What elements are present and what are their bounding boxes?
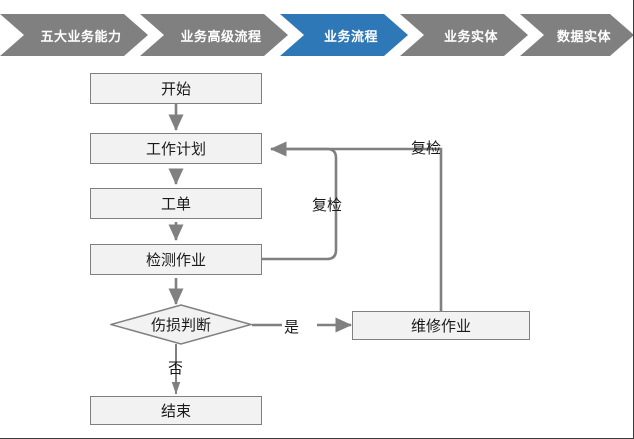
connector-recheck-outer: [271, 147, 443, 311]
node-inspection[interactable]: 检测作业: [90, 244, 262, 275]
edge-label-recheck-outer-text: 复检: [411, 140, 442, 157]
edge-label-no-text: 否: [168, 360, 184, 377]
node-inspection-label: 检测作业: [145, 252, 206, 269]
edge-label-recheck-inner-text: 复检: [312, 197, 343, 214]
edge-label-no: 否: [168, 357, 183, 378]
node-workorder[interactable]: 工单: [90, 188, 262, 219]
decision-diamond-shape: [110, 304, 252, 345]
edge-label-recheck-inner: 复检: [312, 194, 342, 215]
node-workplan[interactable]: 工作计划: [90, 133, 262, 164]
node-start[interactable]: 开始: [90, 73, 262, 104]
node-end-label: 结束: [160, 403, 191, 420]
edge-label-recheck-outer: 复检: [411, 137, 441, 158]
edge-label-yes-text: 是: [284, 319, 300, 336]
node-workorder-label: 工单: [160, 196, 191, 213]
node-end[interactable]: 结束: [90, 396, 262, 425]
node-workplan-label: 工作计划: [145, 141, 206, 158]
node-decision[interactable]: 伤损判断: [110, 304, 252, 345]
node-start-label: 开始: [160, 81, 191, 98]
edge-label-yes: 是: [284, 316, 299, 337]
node-repair-label: 维修作业: [410, 318, 471, 335]
node-repair[interactable]: 维修作业: [352, 311, 530, 340]
